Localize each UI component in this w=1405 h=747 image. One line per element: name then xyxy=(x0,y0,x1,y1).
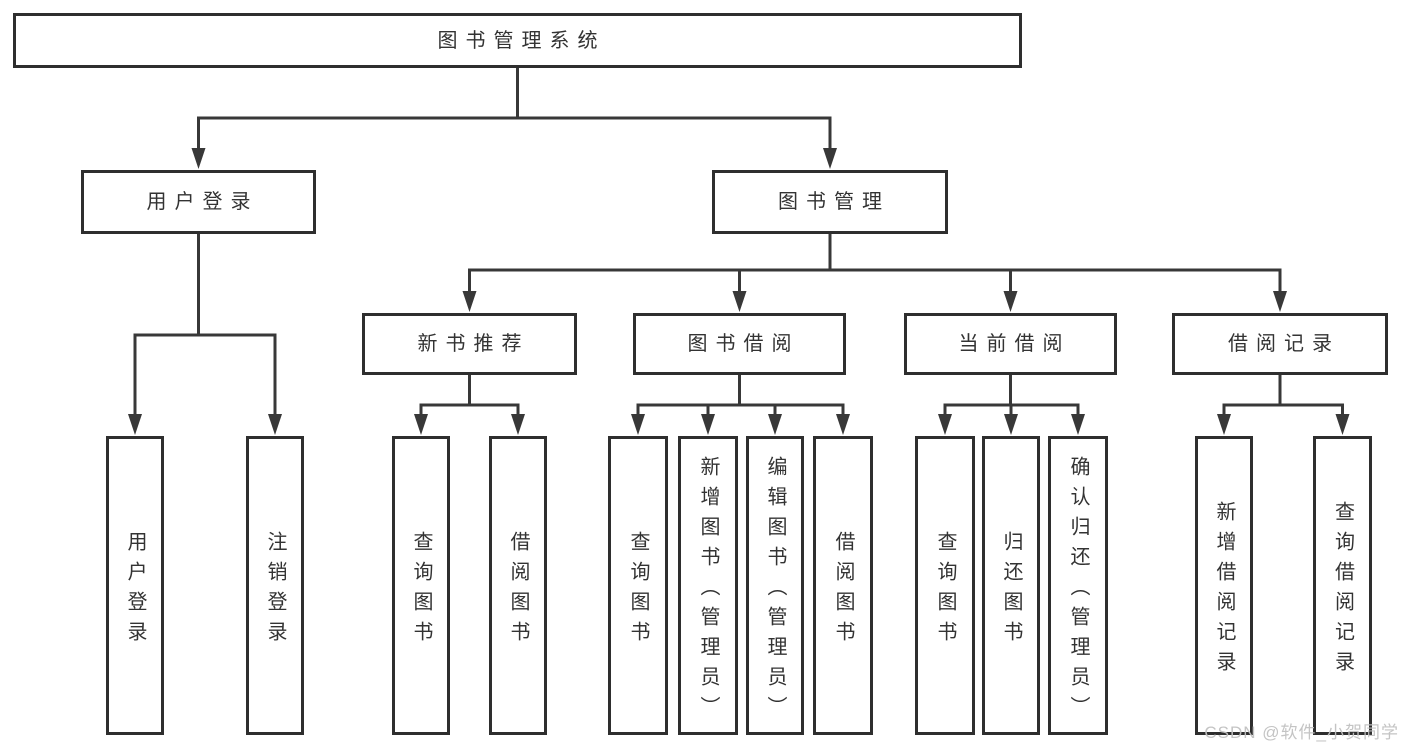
arrowhead-icon xyxy=(732,291,747,312)
node-leaf-borrow-books-1: 借阅图书 xyxy=(489,436,547,735)
node-leaf-query-books-2: 查询图书 xyxy=(608,436,668,735)
node-label: 查询图书 xyxy=(410,530,432,651)
node-leaf-borrow-books-2: 借阅图书 xyxy=(813,436,873,735)
node-leaf-query-borrow-record: 查询借阅记录 xyxy=(1313,436,1372,735)
node-root: 图书管理系统 xyxy=(13,13,1022,68)
arrowhead-icon xyxy=(1004,414,1018,435)
arrowhead-icon xyxy=(701,414,715,435)
arrowhead-icon xyxy=(1273,291,1287,312)
arrowhead-icon xyxy=(1335,414,1350,435)
node-label: 新书推荐 xyxy=(417,333,530,355)
node-label: 用户登录 xyxy=(146,191,259,213)
node-label: 图书借阅 xyxy=(687,333,800,355)
arrowhead-icon xyxy=(268,414,282,435)
node-leaf-return-books: 归还图书 xyxy=(982,436,1040,735)
node-label: 借阅图书 xyxy=(832,530,854,651)
node-label: 确认归还（管理员） xyxy=(1067,455,1089,726)
node-label: 借阅图书 xyxy=(507,530,529,651)
node-label: 新增借阅记录 xyxy=(1213,500,1235,681)
arrowhead-icon xyxy=(1217,414,1231,435)
node-leaf-add-borrow-record: 新增借阅记录 xyxy=(1195,436,1253,735)
node-book-mgmt: 图书管理 xyxy=(712,170,948,234)
node-leaf-add-books: 新增图书（管理员） xyxy=(678,436,738,735)
node-label: 归还图书 xyxy=(1000,530,1022,651)
node-new-book-rec: 新书推荐 xyxy=(362,313,577,375)
node-label: 图书管理 xyxy=(778,191,890,213)
node-leaf-user-login: 用户登录 xyxy=(106,436,164,735)
arrowhead-icon xyxy=(631,414,645,435)
connector-path xyxy=(133,66,1344,421)
node-leaf-query-books-1: 查询图书 xyxy=(392,436,450,735)
node-label: 借阅记录 xyxy=(1228,333,1340,355)
node-label: 注销登录 xyxy=(264,530,286,651)
arrowhead-icon xyxy=(1003,291,1018,312)
node-user-login: 用户登录 xyxy=(81,170,316,234)
node-label: 当前借阅 xyxy=(958,333,1071,355)
node-label: 查询图书 xyxy=(627,530,649,651)
node-label: 编辑图书（管理员） xyxy=(764,455,786,726)
node-label: 新增图书（管理员） xyxy=(697,455,719,726)
node-label: 用户登录 xyxy=(124,530,146,651)
arrowhead-icon xyxy=(823,148,837,169)
node-borrow-records: 借阅记录 xyxy=(1172,313,1388,375)
node-leaf-query-books-3: 查询图书 xyxy=(915,436,975,735)
node-book-borrow: 图书借阅 xyxy=(633,313,846,375)
node-current-borrow: 当前借阅 xyxy=(904,313,1117,375)
arrowhead-icon xyxy=(768,414,782,435)
arrowhead-icon xyxy=(1071,414,1085,435)
watermark-text: CSDN @软件_小贺同学 xyxy=(1204,723,1399,742)
arrowhead-icon xyxy=(128,414,142,435)
node-leaf-edit-books: 编辑图书（管理员） xyxy=(746,436,804,735)
arrowhead-icon xyxy=(938,414,952,435)
arrowhead-icon xyxy=(462,291,477,312)
arrowhead-icon xyxy=(511,414,525,435)
node-label: 查询借阅记录 xyxy=(1331,500,1354,681)
node-label: 查询图书 xyxy=(934,530,956,651)
node-label: 图书管理系统 xyxy=(437,29,606,52)
arrowhead-icon xyxy=(836,414,850,435)
arrowhead-icon xyxy=(414,414,428,435)
node-leaf-logout: 注销登录 xyxy=(246,436,304,735)
node-leaf-confirm-return: 确认归还（管理员） xyxy=(1048,436,1108,735)
arrowhead-icon xyxy=(191,148,206,169)
